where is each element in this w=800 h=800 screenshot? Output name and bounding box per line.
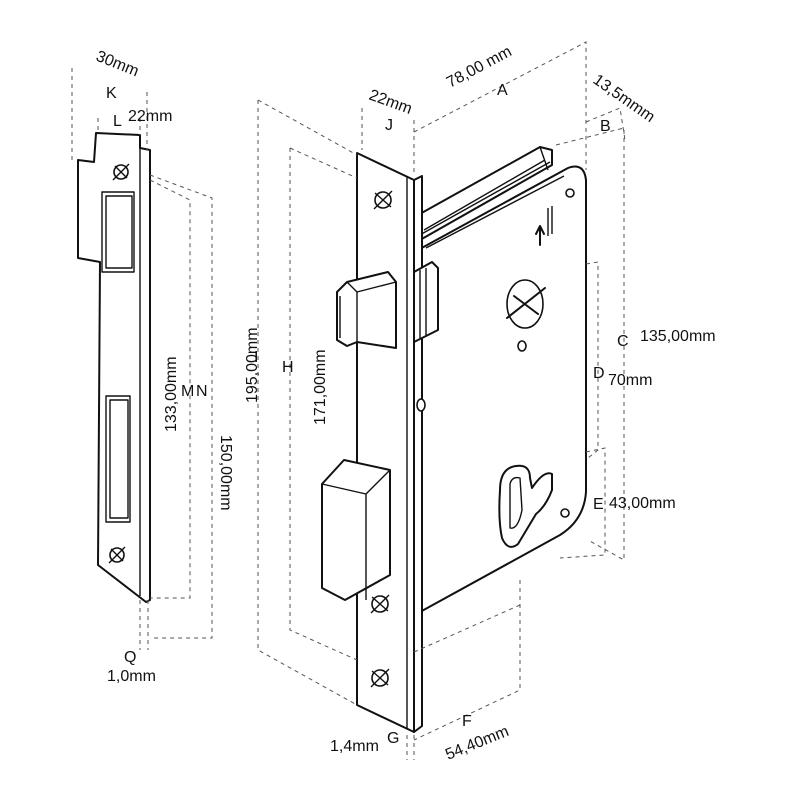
strike-plate-outline [77,132,151,603]
screw-hole-icon [112,163,130,181]
dim-value-e: 43,00mm [609,495,676,512]
dim-value-h: 171,00mm [312,349,329,425]
dim-letter-l: L [113,113,122,130]
dim-value-q: 1,0mm [107,668,156,685]
screw-hole-icon [370,668,390,688]
dim-letter-a: A [497,82,508,99]
strike-plate [77,132,151,603]
dim-value-f: 54,40mm [443,723,511,764]
dim-letter-f: F [462,713,472,730]
latch-bolt [336,261,439,349]
dim-value-c: 135,00mm [640,328,716,345]
dim-value-m: 133,00mm [163,356,180,432]
cylinder-hole-icon [498,464,553,548]
direction-arrow-icon [535,225,545,246]
spindle-hub-icon [506,279,546,329]
small-hole [517,340,527,352]
screw-hole-icon [108,546,126,564]
dim-value-j: 22mm [367,87,415,118]
dim-letter-i: I [254,349,258,366]
dim-value-i: 195,00mm [244,327,261,403]
dim-value-d: 70mm [608,372,652,389]
dim-letter-g: G [387,730,399,747]
dim-letter-n: N [196,383,208,400]
strike-plate-latch-opening [101,191,135,273]
dim-letter-d: D [593,365,605,382]
dim-letter-m: M [181,383,194,400]
dead-bolt [321,459,391,601]
dim-value-g: 1,4mm [330,738,379,755]
dim-letter-e: E [593,496,604,513]
lock-body-dimension-lines [257,41,626,760]
mount-hole [565,188,575,198]
mount-hole [560,508,570,518]
dim-value-l: 22mm [128,108,172,125]
dim-letter-c: C [617,333,629,350]
strike-plate-dimension-lines [71,68,213,650]
screw-hole-icon [370,594,390,614]
dim-letter-q: Q [124,649,136,666]
dim-value-k: 30mm [94,48,142,80]
dim-letter-b: B [600,118,611,135]
dim-letter-j: J [385,117,393,134]
dim-letter-h: H [282,359,294,376]
lock-body [321,146,587,733]
screw-hole-icon [373,190,393,210]
dim-letter-k: K [106,85,117,102]
strike-plate-bolt-opening [105,395,131,523]
small-hole [416,398,426,412]
lock-forend-plate [356,152,415,733]
dim-value-n: 150,00mm [217,435,234,511]
lock-side-plate [417,165,587,613]
